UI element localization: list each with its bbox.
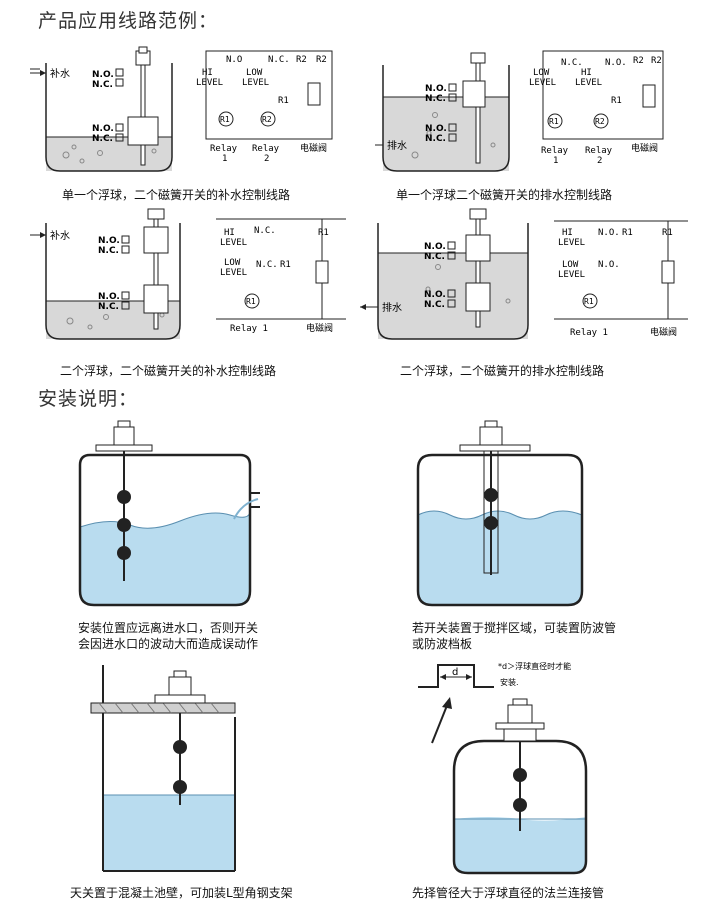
svg-text:HI: HI (202, 68, 213, 78)
svg-text:R2: R2 (633, 56, 644, 66)
svg-text:R2: R2 (262, 115, 272, 124)
svg-text:电磁阀: 电磁阀 (300, 142, 327, 154)
svg-text:N.C.: N.C. (98, 302, 119, 312)
svg-text:R1: R1 (662, 228, 673, 238)
svg-text:N.O: N.O (226, 55, 242, 65)
svg-text:LEVEL: LEVEL (575, 78, 602, 88)
svg-text:N.C.: N.C. (254, 226, 276, 236)
svg-text:Relay: Relay (252, 144, 280, 154)
svg-text:电磁阀: 电磁阀 (306, 322, 333, 334)
svg-text:LEVEL: LEVEL (220, 238, 247, 248)
svg-text:排水: 排水 (382, 301, 402, 314)
nc-label: N.C. (92, 80, 113, 90)
caption-two-float-fill: 二个浮球，二个磁簧开关的补水控制线路 (60, 364, 277, 378)
svg-text:2: 2 (597, 156, 602, 166)
section-title-applications: 产品应用线路范例： (38, 10, 219, 32)
svg-text:Relay 1: Relay 1 (230, 324, 268, 334)
svg-text:LOW: LOW (533, 68, 550, 78)
svg-text:2: 2 (264, 154, 269, 164)
svg-text:LOW: LOW (224, 258, 241, 268)
svg-text:LEVEL: LEVEL (196, 78, 223, 88)
caption-install-1: 安装位置应远离进水口，否则开关 会因进水口的波动大而造成误动作 (78, 621, 259, 651)
svg-text:N.O.: N.O. (598, 260, 620, 270)
svg-text:LEVEL: LEVEL (558, 270, 585, 280)
svg-text:R1: R1 (280, 260, 291, 270)
svg-text:N.O.: N.O. (92, 124, 114, 134)
svg-text:LOW: LOW (562, 260, 579, 270)
svg-text:HI: HI (562, 228, 573, 238)
svg-text:HI: HI (581, 68, 592, 78)
svg-text:N.O.: N.O. (425, 84, 447, 94)
svg-text:N.O.: N.O. (98, 292, 120, 302)
svg-text:Relay: Relay (541, 146, 569, 156)
install-away-from-inlet (78, 420, 260, 607)
svg-text:1: 1 (553, 156, 558, 166)
drain-label: 排水 (387, 139, 407, 152)
svg-text:LEVEL: LEVEL (529, 78, 556, 88)
svg-text:d: d (452, 667, 458, 678)
tank-wall (45, 63, 173, 172)
install-wave-guard (416, 420, 584, 607)
caption-install-4: 先择管径大于浮球直径的法兰连接管 (412, 886, 605, 900)
svg-text:N.C.: N.C. (424, 300, 445, 310)
install-flange-pipe: d *d＞浮球直径时才能 安装. (418, 661, 588, 875)
float-ball (127, 116, 159, 146)
svg-text:R1: R1 (549, 117, 559, 126)
svg-text:N.O.: N.O. (424, 290, 446, 300)
caption-single-float-drain: 单一个浮球二个磁簧开关的排水控制线路 (396, 188, 613, 202)
caption-install-3: 天关置于混凝土池壁，可加装L型角钢支架 (70, 886, 293, 900)
fill-label: 补水 (50, 67, 70, 80)
svg-text:R1: R1 (611, 96, 622, 106)
note-text-2: 安装. (500, 677, 519, 687)
svg-text:1: 1 (222, 154, 227, 164)
svg-text:N.O.: N.O. (598, 228, 620, 238)
svg-text:LEVEL: LEVEL (242, 78, 269, 88)
svg-text:N.C.: N.C. (256, 260, 278, 270)
svg-text:LEVEL: LEVEL (558, 238, 585, 248)
svg-text:N.C.: N.C. (98, 246, 119, 256)
svg-text:Relay: Relay (585, 146, 613, 156)
svg-text:N.C.: N.C. (425, 94, 446, 104)
svg-text:R2: R2 (296, 55, 307, 65)
caption-two-float-drain: 二个浮球，二个磁簧开的排水控制线路 (400, 364, 605, 378)
svg-text:LOW: LOW (246, 68, 263, 78)
svg-text:N.C.: N.C. (268, 55, 290, 65)
svg-text:Relay: Relay (210, 144, 238, 154)
svg-text:N.O.: N.O. (605, 58, 627, 68)
svg-text:R1: R1 (220, 115, 230, 124)
svg-text:LEVEL: LEVEL (220, 268, 247, 278)
note-text-1: *d＞浮球直径时才能 (498, 661, 571, 671)
svg-text:电磁阀: 电磁阀 (631, 142, 658, 154)
diagram-two-float-fill: 补水 N.O. N.C. N.O. N.C. HI LEVEL N.C. LOW… (30, 208, 346, 340)
no-label: N.O. (92, 70, 114, 80)
svg-text:N.C.: N.C. (425, 134, 446, 144)
caption-install-2: 若开关装置于搅拌区域，可装置防波管 或防波档板 (412, 621, 617, 651)
svg-text:R2: R2 (595, 117, 605, 126)
svg-text:HI: HI (224, 228, 235, 238)
svg-text:R2: R2 (316, 55, 327, 65)
section-title-installation: 安装说明： (38, 388, 139, 410)
svg-text:R1: R1 (584, 297, 594, 306)
svg-text:R1: R1 (318, 228, 329, 238)
svg-text:电磁阀: 电磁阀 (650, 326, 677, 338)
install-concrete-pool (90, 665, 236, 872)
svg-text:N.C.: N.C. (92, 134, 113, 144)
svg-text:R1: R1 (622, 228, 633, 238)
svg-text:N.O.: N.O. (425, 124, 447, 134)
svg-text:R1: R1 (246, 297, 256, 306)
caption-single-float-fill: 单一个浮球，二个磁簧开关的补水控制线路 (62, 188, 291, 202)
svg-text:N.O.: N.O. (98, 236, 120, 246)
diagram-two-float-drain: 排水 N.O. N.C. N.O. N.C. HI LEVEL N.O. R1 … (360, 208, 688, 340)
svg-text:补水: 补水 (50, 229, 70, 242)
svg-text:N.O.: N.O. (424, 242, 446, 252)
svg-text:R1: R1 (278, 96, 289, 106)
diagram-single-float-drain: 排水 N.O. N.C. N.O. N.C. N.C. N.O. R2 R2 L… (375, 50, 664, 172)
diagram-single-float-fill: 补水 N.O. N.C. N.O. N.C. N.O N.C. R2 R2 HI… (30, 46, 333, 172)
svg-text:N.C.: N.C. (424, 252, 445, 262)
svg-text:R2: R2 (651, 56, 662, 66)
svg-text:Relay 1: Relay 1 (570, 328, 608, 338)
svg-text:N.C.: N.C. (561, 58, 583, 68)
